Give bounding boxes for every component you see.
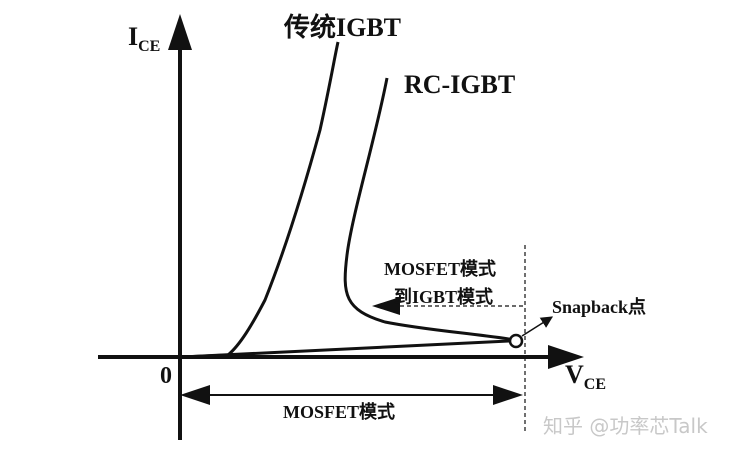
snapback-pointer-arrow xyxy=(521,316,554,337)
y-axis-label: ICE xyxy=(128,22,160,55)
mosfet-mode-line xyxy=(181,339,511,359)
transition-label-line2: 到IGBT模式 xyxy=(394,286,493,307)
x-axis-label: VCE xyxy=(565,360,606,393)
mosfet-range-left-arrowhead xyxy=(180,385,210,405)
watermark: 知乎 @功率芯Talk xyxy=(543,414,708,438)
y-axis-arrowhead xyxy=(168,14,192,50)
snapback-point xyxy=(508,333,524,349)
rc-igbt-curve xyxy=(343,77,517,342)
conventional-igbt-curve xyxy=(181,41,340,359)
mosfet-range-right-arrowhead xyxy=(493,385,523,405)
mosfet-range-label: MOSFET模式 xyxy=(283,401,395,422)
transition-label-line1: MOSFET模式 xyxy=(384,258,496,279)
conventional-igbt-label: 传统IGBT xyxy=(283,12,401,42)
snapback-label: Snapback点 xyxy=(552,296,646,317)
rc-igbt-label: RC-IGBT xyxy=(404,70,515,99)
origin-label: 0 xyxy=(160,363,172,389)
transition-arrowhead xyxy=(372,297,400,315)
x-axis-arrowhead xyxy=(548,345,584,369)
